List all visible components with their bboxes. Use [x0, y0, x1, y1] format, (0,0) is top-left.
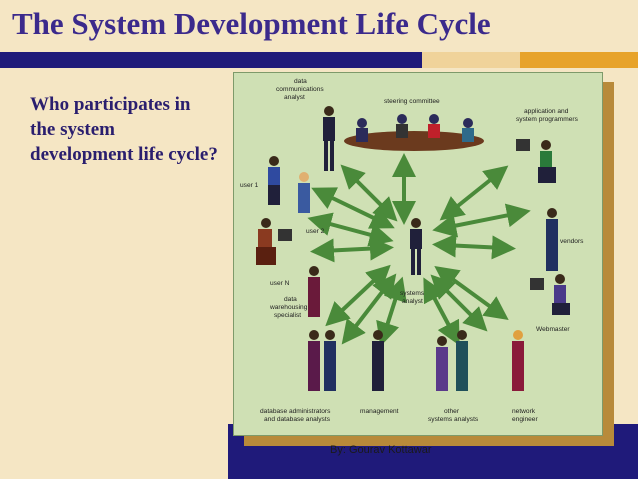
arrow-dba	[341, 273, 397, 345]
label-management: management	[360, 408, 399, 415]
arrows	[307, 153, 531, 347]
figure-dba	[308, 330, 336, 391]
label-dw: data	[284, 296, 297, 303]
label-dw-2: warehousing	[269, 304, 308, 311]
label-systems-analyst: systems	[400, 290, 425, 297]
conference-table	[344, 131, 484, 151]
arrow-vendors-2	[432, 233, 516, 260]
figure-user2	[256, 218, 292, 265]
arrow-dw	[325, 264, 391, 327]
footer-credit: By: Gourav Kottawar	[330, 444, 432, 456]
question-text: Who participates in the system developme…	[30, 94, 218, 165]
label-user1: user 1	[240, 182, 259, 189]
arrow-vendors	[432, 203, 531, 238]
arrow-programmers	[439, 165, 509, 221]
arrow-user2a	[307, 212, 394, 247]
figure-other-sa	[436, 330, 468, 391]
arrow-user2b	[310, 236, 394, 263]
arrow-network	[430, 274, 488, 332]
participants-diagram: data communications analyst steering com…	[233, 72, 603, 436]
label-steering: steering committee	[384, 98, 440, 105]
steering-committee-people	[356, 114, 474, 142]
participant-labels: data communications analyst steering com…	[240, 78, 584, 423]
label-network: network	[512, 408, 536, 415]
label-datacomm-2: communications	[276, 86, 324, 93]
figures	[256, 106, 570, 391]
figure-webmaster	[530, 274, 570, 315]
label-dw-3: specialist	[274, 312, 301, 319]
label-userN: user N	[270, 280, 290, 287]
label-dba-2: and database analysts	[264, 416, 331, 423]
figure-programmer	[516, 139, 556, 183]
figure-network-engineer	[512, 330, 524, 391]
label-systems-analyst-2: analyst	[402, 298, 423, 305]
figure-datacomm	[323, 106, 335, 171]
arrow-management	[376, 276, 407, 347]
label-user2: user 2	[306, 228, 325, 235]
slide-title: The System Development Life Cycle	[12, 6, 491, 41]
label-programmers: application and	[524, 108, 569, 115]
label-other-sa: other	[444, 408, 460, 415]
label-webmaster: Webmaster	[536, 326, 570, 333]
label-programmers-2: system programmers	[516, 116, 579, 123]
label-datacomm: data	[294, 78, 307, 85]
figure-user1	[268, 156, 310, 213]
label-other-sa-2: systems analysts	[428, 416, 479, 423]
label-datacomm-3: analyst	[284, 94, 305, 101]
figure-vendors	[546, 208, 558, 271]
label-vendors: vendors	[560, 238, 584, 245]
figure-management	[372, 330, 384, 391]
arrow-webmaster	[434, 265, 509, 321]
diagram-svg: data communications analyst steering com…	[240, 78, 584, 423]
figure-userN	[308, 266, 320, 317]
title-underline-bar	[0, 52, 638, 68]
label-network-2: engineer	[512, 416, 538, 423]
figure-systems-analyst	[410, 218, 422, 275]
label-dba: database administrators	[260, 408, 331, 415]
